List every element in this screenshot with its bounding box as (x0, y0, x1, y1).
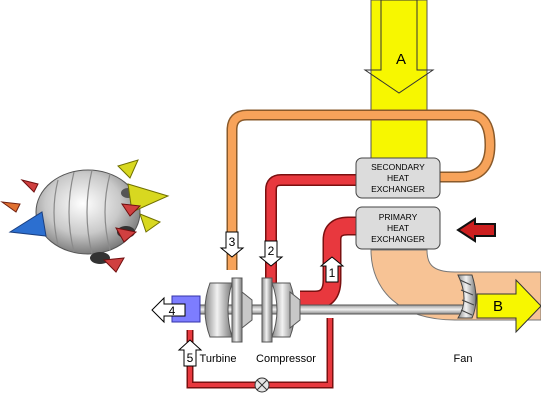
station-label-1: 1 (329, 266, 336, 280)
primary-heat-exchanger: PRIMARY HEAT EXCHANGER (355, 206, 441, 250)
secondary-hx-line1: SECONDARY (371, 162, 425, 172)
secondary-hx-line3: EXCHANGER (371, 184, 425, 194)
ram-air-arrow-a: A (363, 0, 435, 94)
primary-hx-line3: EXCHANGER (371, 234, 425, 244)
compressor-label: Compressor (256, 353, 316, 365)
exhaust-arrow-b: B (476, 278, 541, 334)
secondary-loop-duct (226, 109, 496, 270)
station-arrow-4: 4 (151, 296, 186, 324)
station-label-2: 2 (268, 244, 275, 258)
fan-rotor (457, 274, 477, 319)
compressor-to-secondary-duct (265, 174, 358, 285)
station-arrow-2: 2 (258, 240, 284, 267)
station-arrow-1: 1 (319, 256, 345, 283)
compressor-wheel (261, 277, 301, 343)
label-b: B (493, 298, 503, 315)
turbine-label: Turbine (200, 353, 237, 365)
secondary-heat-exchanger: SECONDARY HEAT EXCHANGER (355, 157, 441, 199)
station-arrow-3: 3 (219, 231, 245, 258)
fan-label: Fan (454, 353, 473, 365)
primary-hx-line2: HEAT (387, 223, 409, 233)
aircraft-engine-icon (0, 159, 170, 273)
primary-inlet-arrow (456, 217, 496, 243)
primary-hx-line1: PRIMARY (379, 212, 418, 222)
turbine-wheel (204, 277, 253, 343)
station-label-4: 4 (169, 304, 176, 318)
valve-icon (254, 377, 270, 393)
station-label-3: 3 (229, 235, 236, 249)
secondary-hx-line2: HEAT (387, 173, 409, 183)
station-label-5: 5 (187, 351, 194, 365)
label-a: A (396, 51, 406, 68)
station-arrow-5: 5 (177, 339, 203, 367)
